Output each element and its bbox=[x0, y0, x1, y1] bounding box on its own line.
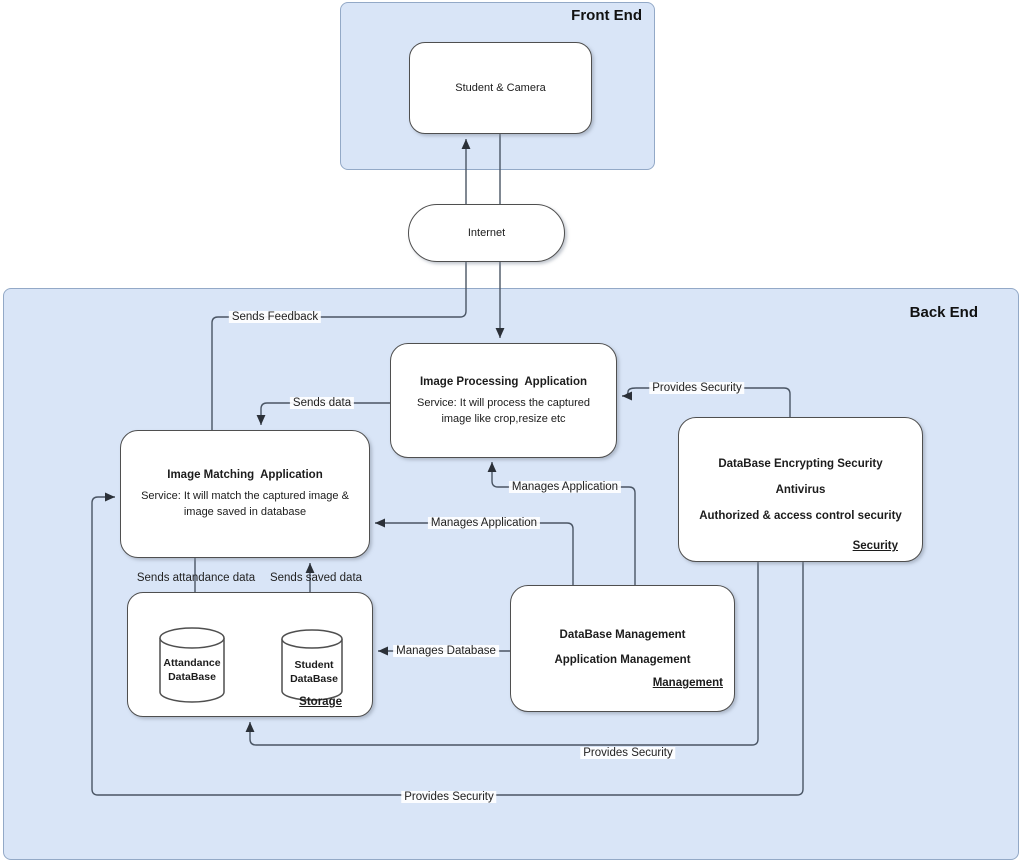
attendance-database-label: Attandance DataBase bbox=[163, 657, 221, 683]
edge-label-sends-feedback: Sends Feedback bbox=[228, 311, 322, 323]
node-internet: Internet bbox=[408, 204, 565, 262]
edge-label-provides-security-matching: Provides Security bbox=[401, 791, 497, 803]
management-line-application: Application Management bbox=[554, 654, 691, 666]
management-line-database: DataBase Management bbox=[559, 629, 686, 641]
edge-provides-security-matching bbox=[91, 492, 804, 796]
node-storage: Attandance DataBase Student DataBase Sto… bbox=[127, 592, 373, 717]
image-matching-service: Service: It will match the captured imag… bbox=[141, 490, 349, 518]
security-tag: Security bbox=[852, 540, 898, 552]
internet-label: Internet bbox=[467, 227, 506, 239]
cylinder-shape-icon bbox=[159, 627, 225, 703]
student-database-cylinder: Student DataBase bbox=[281, 629, 347, 707]
edge-label-sends-data: Sends data bbox=[289, 397, 355, 409]
image-processing-title: Image Processing Application bbox=[419, 376, 587, 388]
edge-label-manages-application-matching: Manages Application bbox=[427, 517, 541, 529]
management-tag: Management bbox=[652, 677, 723, 689]
edge-label-provides-security-app: Provides Security bbox=[649, 382, 745, 394]
security-line-antivirus: Antivirus bbox=[775, 484, 826, 496]
node-student-camera: Student & Camera bbox=[409, 42, 592, 134]
front-end-title: Front End bbox=[571, 7, 642, 24]
edge-sends-data bbox=[256, 402, 390, 425]
node-security: DataBase Encrypting Security Antivirus A… bbox=[678, 417, 923, 562]
node-image-matching: Image Matching Application Service: It w… bbox=[120, 430, 370, 558]
edge-label-sends-saved-data: Sends saved data bbox=[269, 572, 363, 584]
security-line-access-control: Authorized & access control security bbox=[699, 510, 902, 522]
image-matching-title: Image Matching Application bbox=[167, 469, 323, 481]
edge-label-manages-database: Manages Database bbox=[393, 645, 499, 657]
edge-provides-security-app bbox=[621, 387, 791, 417]
image-processing-service: Service: It will process the captured im… bbox=[416, 397, 591, 425]
storage-tag: Storage bbox=[299, 696, 342, 708]
student-database-label: Student DataBase bbox=[290, 659, 338, 685]
edge-manages-application-matching bbox=[375, 518, 574, 585]
edge-label-provides-security-storage: Provides Security bbox=[580, 747, 676, 759]
node-management: DataBase Management Application Manageme… bbox=[510, 585, 735, 712]
edge-label-manages-application-processing: Manages Application bbox=[508, 481, 622, 493]
edge-provides-security-storage bbox=[245, 562, 759, 746]
security-line-encrypting: DataBase Encrypting Security bbox=[718, 458, 883, 470]
cylinder-shape-icon bbox=[281, 629, 343, 701]
attendance-database-cylinder: Attandance DataBase bbox=[159, 627, 225, 705]
node-image-processing: Image Processing Application Service: It… bbox=[390, 343, 617, 458]
back-end-title: Back End bbox=[909, 304, 978, 321]
edge-label-sends-attendance-data: Sends attandance data bbox=[136, 572, 256, 584]
edge-sends-feedback bbox=[211, 139, 471, 430]
student-camera-label: Student & Camera bbox=[455, 82, 546, 94]
